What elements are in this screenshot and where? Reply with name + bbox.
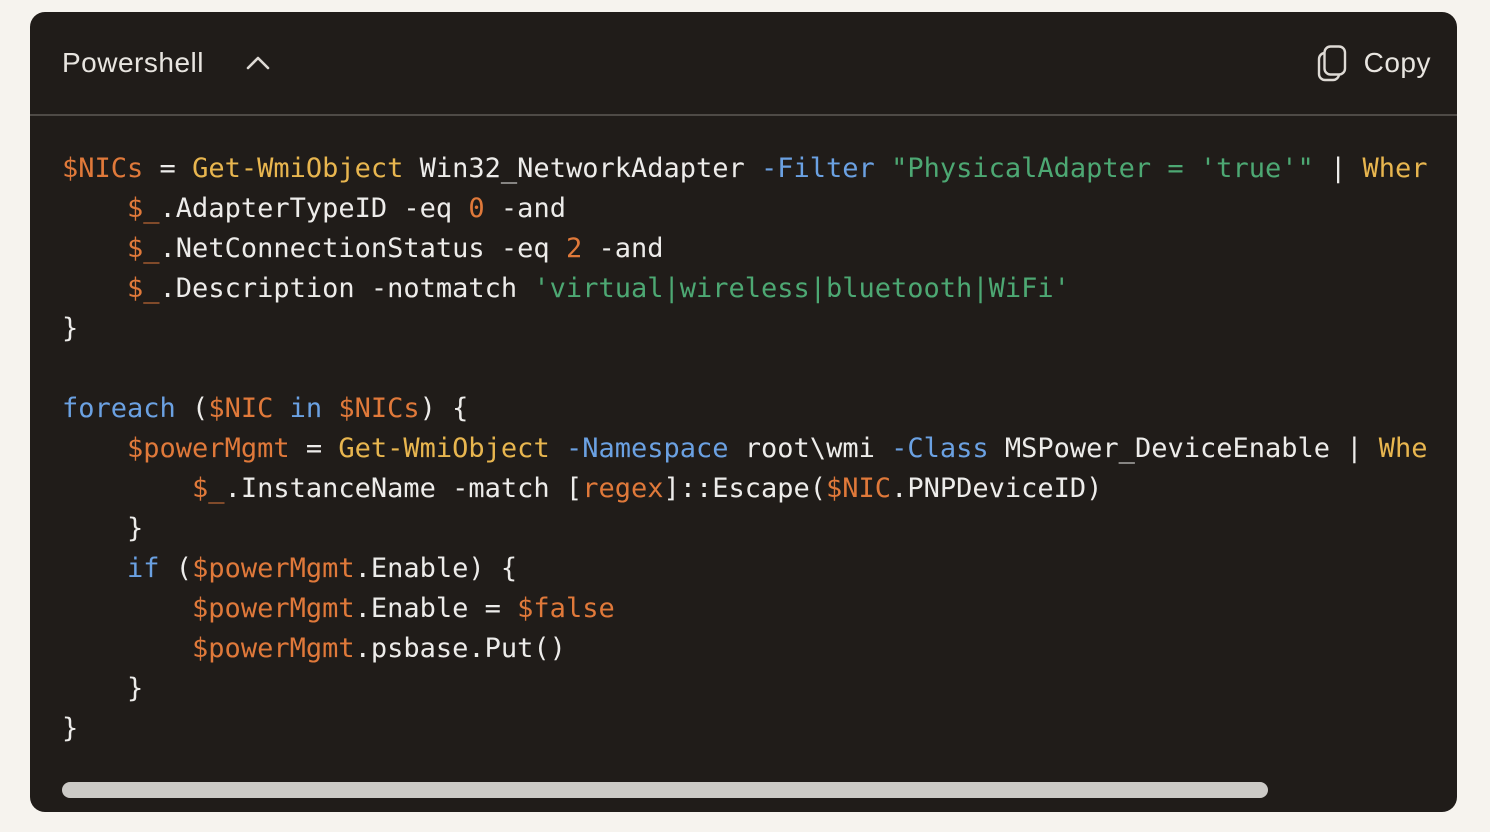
code-token: -and <box>582 233 664 264</box>
code-line: } <box>62 709 1457 749</box>
code-line: $NICs = Get-WmiObject Win32_NetworkAdapt… <box>62 149 1457 189</box>
code-token: $_ <box>127 193 160 224</box>
code-area: $NICs = Get-WmiObject Win32_NetworkAdapt… <box>30 116 1457 749</box>
code-token: -Namespace <box>565 433 729 464</box>
code-token: Win32_NetworkAdapter <box>403 153 762 184</box>
chevron-up-icon <box>246 56 270 70</box>
code-token: $false <box>517 593 615 624</box>
code-line: $powerMgmt = Get-WmiObject -Namespace ro… <box>62 429 1457 469</box>
copy-button[interactable]: Copy <box>1317 44 1431 82</box>
code-token <box>62 233 127 264</box>
code-token: -and <box>484 193 566 224</box>
code-token: } <box>62 513 144 544</box>
code-token: .AdapterTypeID -eq <box>159 193 469 224</box>
code-token: ( <box>175 393 209 424</box>
code-token: .NetConnectionStatus -eq <box>159 233 566 264</box>
code-token: .Description -notmatch <box>159 273 534 304</box>
code-token: ( <box>159 553 193 584</box>
code-token: if <box>127 553 160 584</box>
code-token: $NICs <box>62 153 144 184</box>
code-line: $powerMgmt.psbase.Put() <box>62 629 1457 669</box>
code-token <box>62 273 127 304</box>
code-token: $_ <box>127 273 160 304</box>
code-token: $powerMgmt <box>127 433 290 464</box>
code-token: Whe <box>1378 433 1428 464</box>
code-token: 0 <box>468 193 485 224</box>
code-token <box>62 433 127 464</box>
code-token: } <box>62 313 79 344</box>
copy-icon <box>1317 44 1346 81</box>
copy-button-label: Copy <box>1363 47 1431 78</box>
code-token: .Enable = <box>354 593 518 624</box>
code-token: .PNPDeviceID) <box>891 473 1103 504</box>
code-token: $_ <box>192 473 225 504</box>
code-token <box>322 393 338 424</box>
code-token: .InstanceName -match [ <box>224 473 583 504</box>
code-token: $NIC <box>826 473 892 504</box>
code-token: Wher <box>1362 153 1428 184</box>
code-token: Get-WmiObject <box>192 153 404 184</box>
code-block-card: Powershell Copy $NICs = Get-WmiObject Wi… <box>30 12 1457 812</box>
code-line: } <box>62 509 1457 549</box>
code-line: $_.AdapterTypeID -eq 0 -and <box>62 189 1457 229</box>
code-line: $_.InstanceName -match [regex]::Escape($… <box>62 469 1457 509</box>
code-line: $_.Description -notmatch 'virtual|wirele… <box>62 269 1457 309</box>
code-token: $powerMgmt <box>192 593 355 624</box>
code-token <box>62 553 127 584</box>
code-line: $_.NetConnectionStatus -eq 2 -and <box>62 229 1457 269</box>
collapse-button[interactable] <box>244 54 272 72</box>
code-token: $_ <box>127 233 160 264</box>
code-token: } <box>62 713 79 744</box>
code-token: regex <box>582 473 664 504</box>
code-token: .psbase.Put() <box>354 633 566 664</box>
code-token: ]::Escape( <box>663 473 827 504</box>
code-token: } <box>62 673 144 704</box>
code-token: .Enable) { <box>354 553 518 584</box>
code-token <box>62 633 192 664</box>
code-line: } <box>62 309 1457 349</box>
header-left: Powershell <box>62 47 272 79</box>
code-token <box>273 393 289 424</box>
code-token: -Filter <box>761 153 875 184</box>
code-token: 'virtual|wireless|bluetooth|WiFi' <box>533 273 1070 304</box>
code-token: $NIC <box>208 393 274 424</box>
code-token: $powerMgmt <box>192 553 355 584</box>
code-token: 2 <box>565 233 583 264</box>
code-token <box>62 473 192 504</box>
code-token <box>62 593 192 624</box>
code-line: if ($powerMgmt.Enable) { <box>62 549 1457 589</box>
code-token: = <box>289 433 339 464</box>
code-token: in <box>289 393 323 424</box>
code-token <box>875 153 891 184</box>
code-token: ) { <box>419 393 469 424</box>
code-token: | <box>1313 153 1363 184</box>
code-token: $NICs <box>338 393 420 424</box>
code-token: -Class <box>891 433 989 464</box>
code-token: foreach <box>62 393 176 424</box>
code-block-header: Powershell Copy <box>30 12 1457 116</box>
code-token <box>62 193 127 224</box>
code-token: "PhysicalAdapter = 'true'" <box>891 153 1314 184</box>
code-line <box>62 349 1457 389</box>
code-line: $powerMgmt.Enable = $false <box>62 589 1457 629</box>
code-token: root\wmi <box>728 433 892 464</box>
language-label: Powershell <box>62 47 204 78</box>
code-token: $powerMgmt <box>192 633 355 664</box>
code-token: Get-WmiObject <box>338 433 550 464</box>
code-token <box>550 433 566 464</box>
horizontal-scrollbar-thumb[interactable] <box>62 782 1268 798</box>
code-line: } <box>62 669 1457 709</box>
code-token: = <box>143 153 193 184</box>
code-content[interactable]: $NICs = Get-WmiObject Win32_NetworkAdapt… <box>62 149 1457 749</box>
code-line: foreach ($NIC in $NICs) { <box>62 389 1457 429</box>
code-token: MSPower_DeviceEnable | <box>988 433 1379 464</box>
